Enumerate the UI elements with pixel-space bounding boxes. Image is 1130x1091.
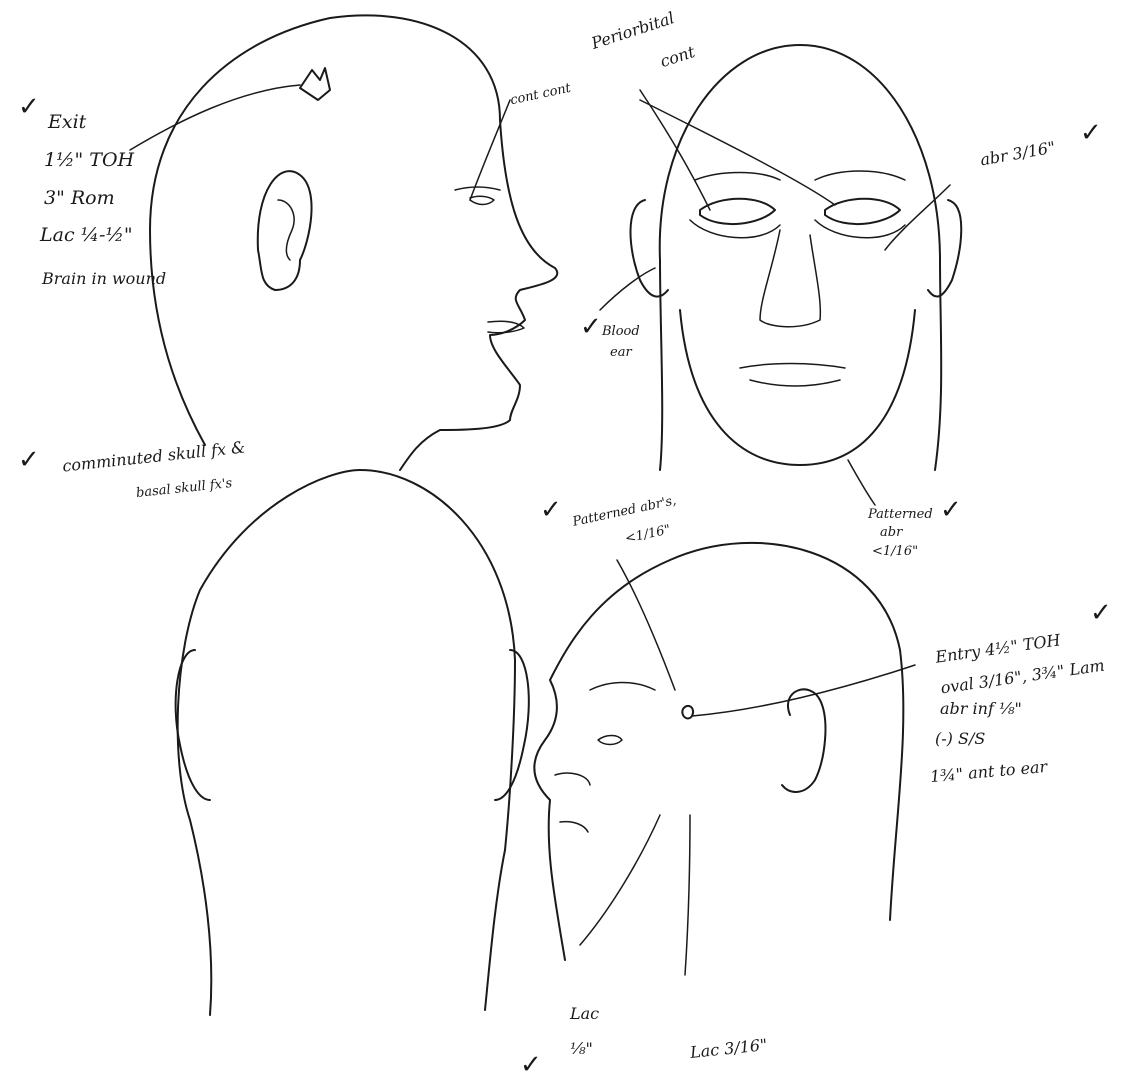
checkmark-entry: ✓: [1090, 598, 1112, 628]
patterned-abr-chin-line-3: <1/16": [872, 545, 918, 560]
exit-line-2: 3" Rom: [44, 188, 115, 210]
checkmark-exit: ✓: [18, 92, 40, 122]
lac-cheek-line-2: ⅛": [570, 1040, 593, 1058]
head-left-lateral: [534, 543, 915, 975]
checkmark-skull-fx: ✓: [18, 445, 40, 475]
exit-title: Exit: [48, 112, 86, 134]
checkmark-patterned-forehead: ✓: [540, 495, 562, 525]
head-posterior: [176, 470, 529, 1015]
entry-line-4: (-) S/S: [935, 730, 985, 748]
patterned-abr-chin-line-1: Patterned: [868, 508, 933, 523]
head-right-lateral: [130, 15, 557, 470]
patterned-abr-chin-line-2: abr: [880, 526, 902, 541]
checkmark-abrasion-eye: ✓: [1080, 118, 1102, 148]
lac-cheek-line-1: Lac: [570, 1005, 599, 1023]
blood-ear-line-1: Blood: [602, 325, 640, 340]
entry-line-3: abr inf ⅛": [940, 700, 1022, 718]
blood-ear-line-2: ear: [610, 346, 632, 361]
head-frontal: [600, 45, 961, 505]
exit-line-4: Brain in wound: [42, 270, 166, 288]
exit-line-3: Lac ¼-½": [40, 225, 133, 247]
checkmark-patterned-chin: ✓: [940, 495, 962, 525]
checkmark-blood-ear: ✓: [580, 312, 602, 342]
exit-line-1: 1½" TOH: [44, 150, 134, 172]
checkmark-lac: ✓: [520, 1050, 542, 1080]
